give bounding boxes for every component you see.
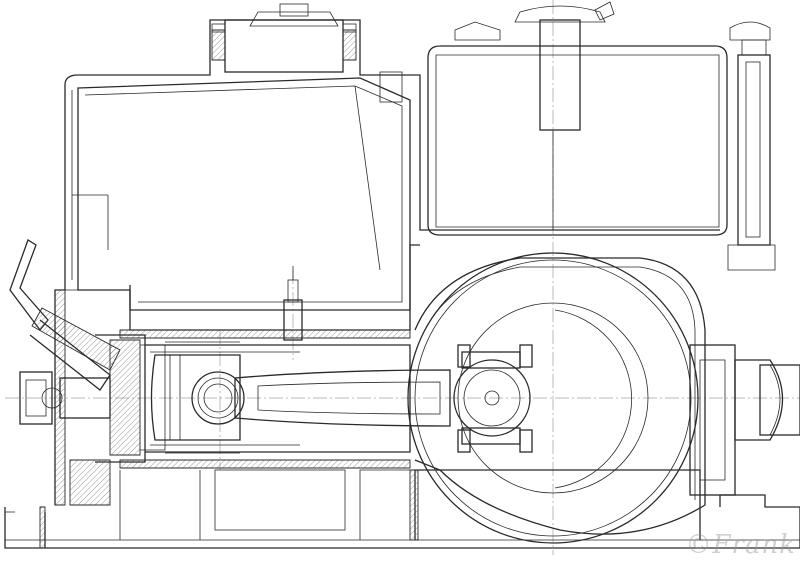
bolts [457, 344, 533, 453]
base-frame [4, 469, 800, 549]
crankcase-walls [54, 19, 720, 506]
center-lines [5, 0, 800, 555]
cylinder-piston [145, 341, 411, 454]
water-tank-right [427, 1, 728, 236]
flywheel-hub [689, 344, 800, 496]
crankcase-housing [407, 252, 706, 544]
fuel-tank-left [77, 71, 411, 311]
cylinder-head [69, 334, 166, 506]
filler-cap-left [211, 3, 357, 73]
spark-plug [283, 266, 303, 341]
watermark: ©Frank [685, 530, 796, 560]
sight-gauge [727, 21, 776, 271]
